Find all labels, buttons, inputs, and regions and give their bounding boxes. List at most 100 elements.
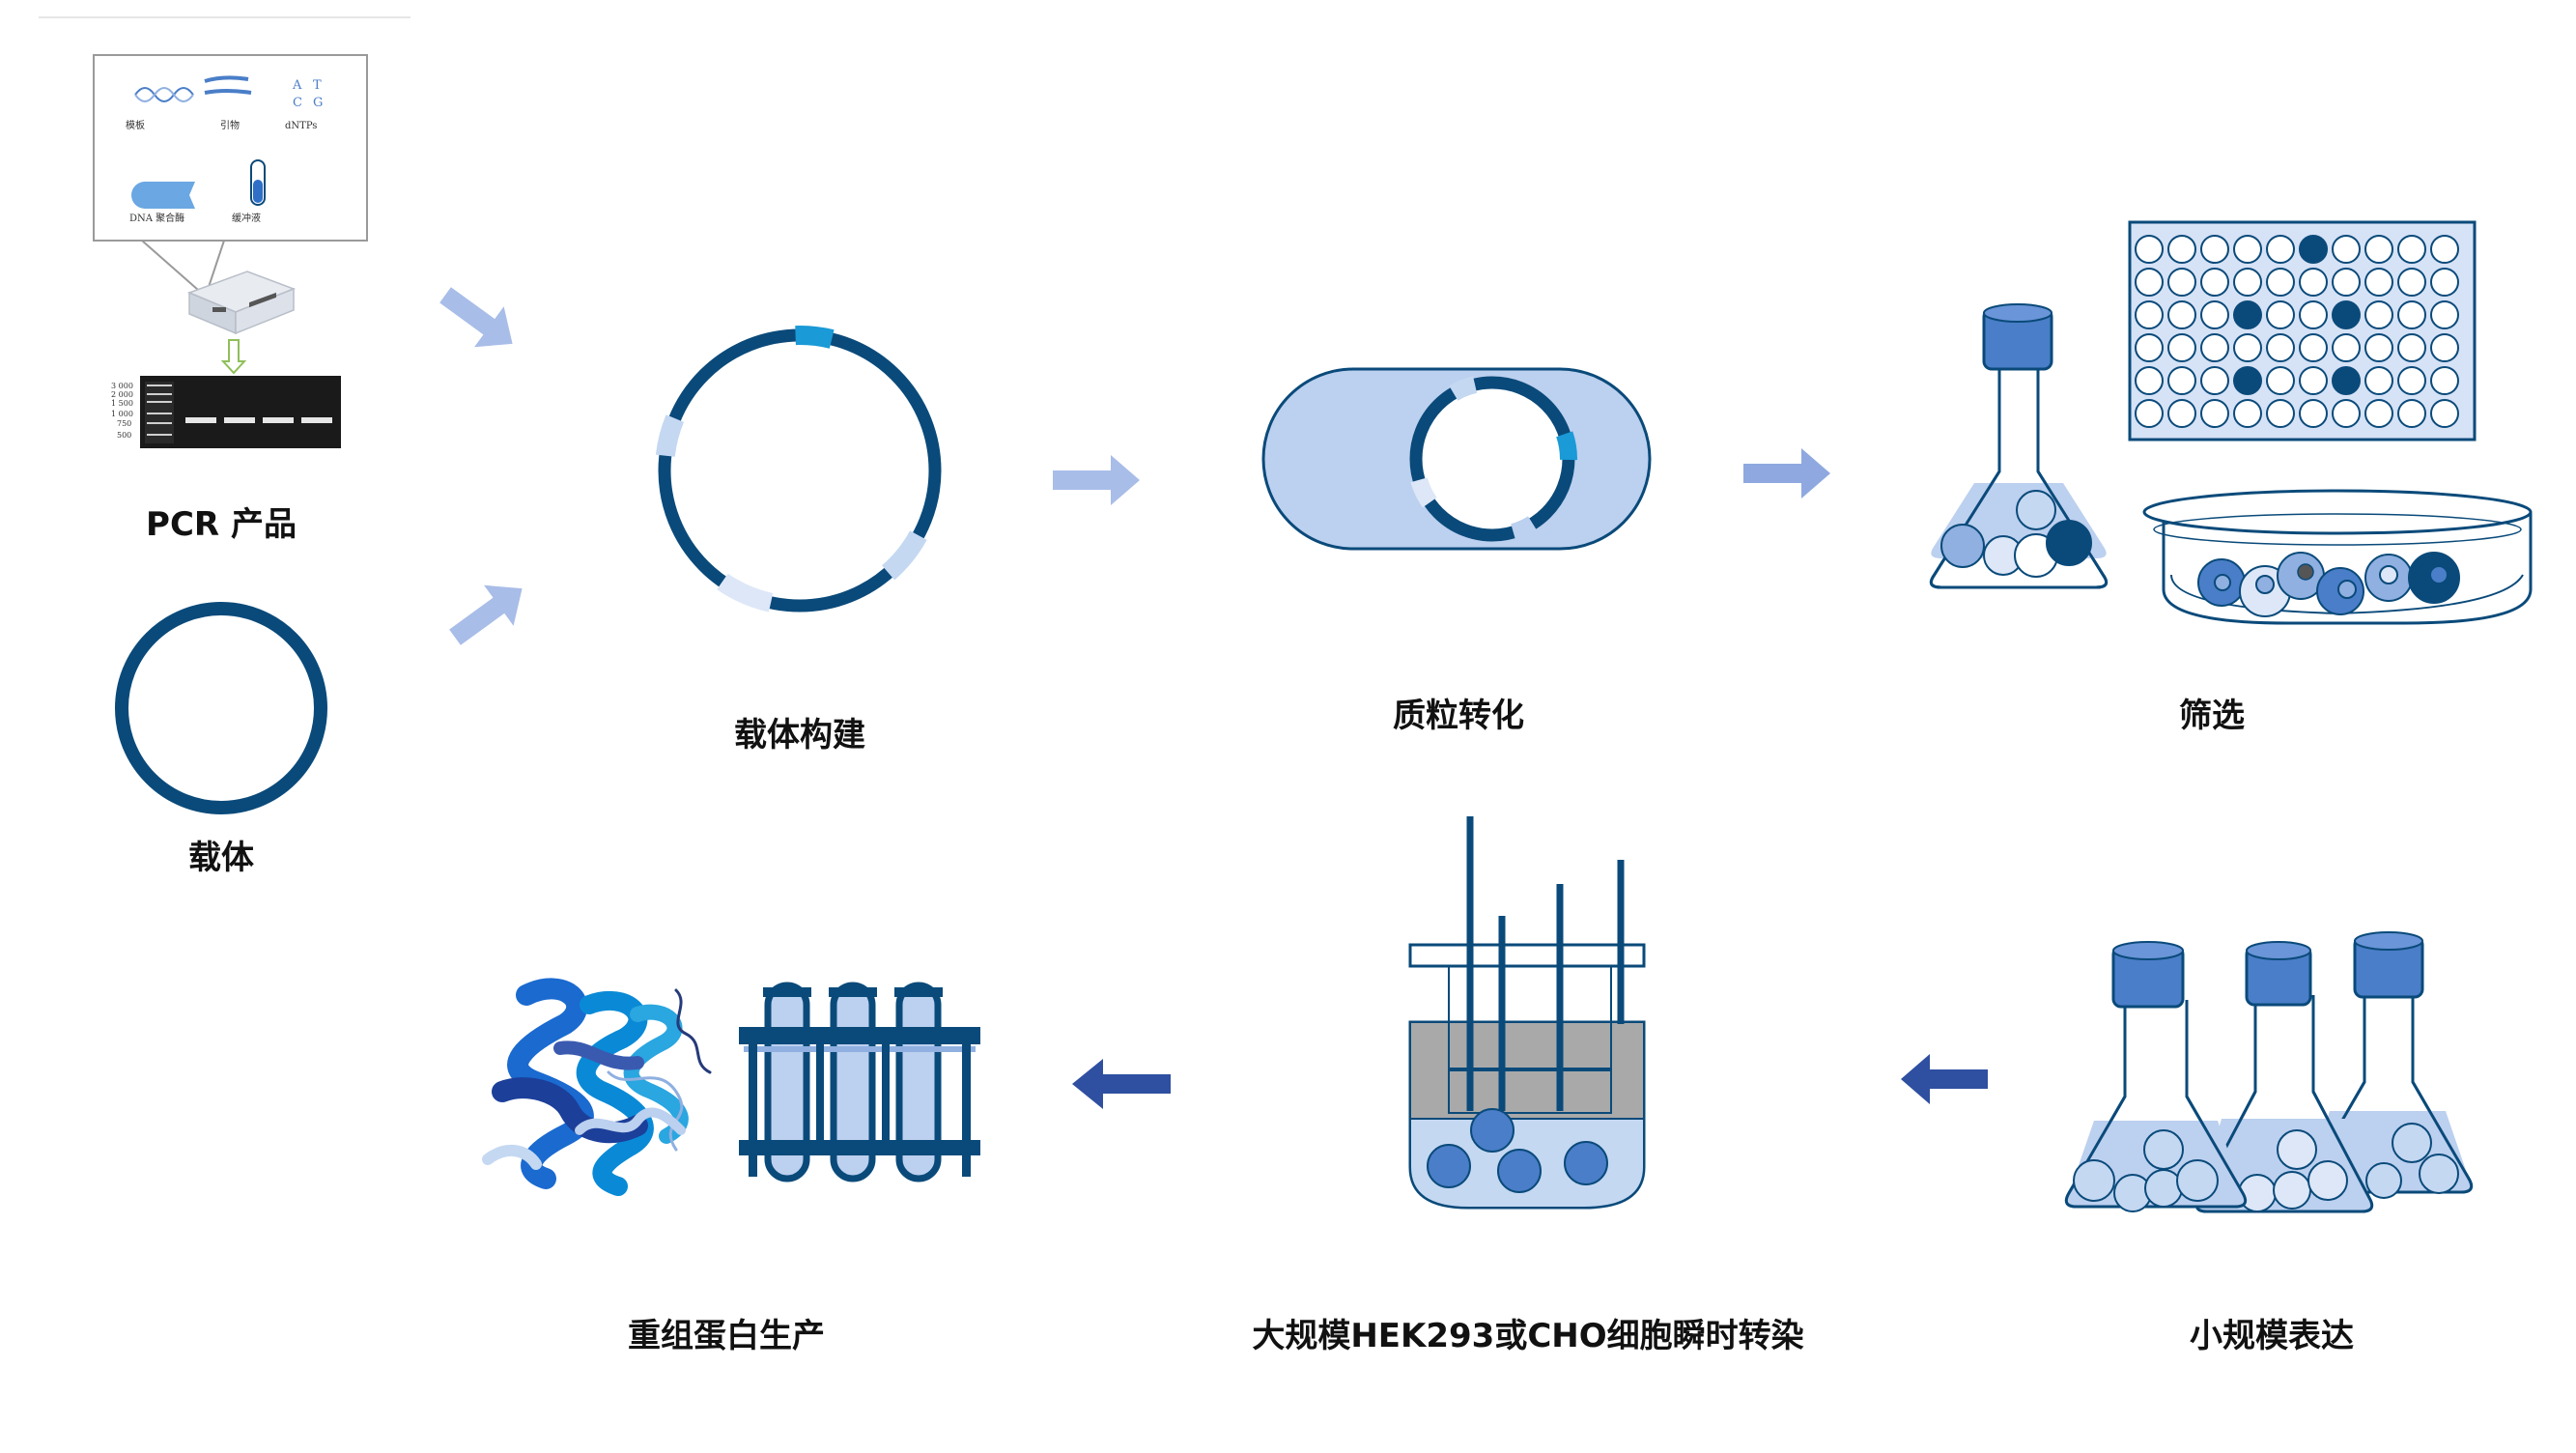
expression-flask-1-contents xyxy=(2064,941,2248,1212)
plate-well xyxy=(2135,366,2164,395)
pcr-dntps-label: dNTPs xyxy=(285,121,317,131)
petri-dish-icon xyxy=(2142,489,2533,625)
plate-well xyxy=(2200,333,2229,362)
plate-well xyxy=(2364,268,2393,297)
plate-well xyxy=(2430,268,2459,297)
small-expression-flasks-icon xyxy=(2064,931,2474,1213)
plate-well xyxy=(2299,399,2328,428)
plate-well xyxy=(2200,366,2229,395)
arrow-small-to-large xyxy=(1901,1054,1988,1104)
plate-well xyxy=(2332,300,2361,329)
plate-well xyxy=(2430,333,2459,362)
down-arrow-icon xyxy=(220,339,247,375)
plate-well xyxy=(2397,333,2426,362)
plate-well xyxy=(2200,235,2229,264)
pcr-polymerase-label: DNA 聚合酶 xyxy=(129,212,184,224)
protein-production-label: 重组蛋白生产 xyxy=(628,1317,825,1355)
plate-well xyxy=(2167,235,2196,264)
pcr-buffer-label: 缓冲液 xyxy=(232,212,261,224)
plate-well xyxy=(2430,300,2459,329)
bioreactor-icon xyxy=(1408,816,1646,1210)
vector-construct-label: 载体构建 xyxy=(734,716,865,755)
plate-well xyxy=(2299,300,2328,329)
plate-well xyxy=(2397,268,2426,297)
buffer-tube-icon xyxy=(250,159,266,206)
plate-well xyxy=(2233,333,2262,362)
pcr-panel: 模板 引物 A T C G dNTPs DNA 聚合酶 缓冲液 xyxy=(39,16,410,448)
ladder-label-5: 500 xyxy=(117,431,131,440)
bacterium-icon xyxy=(1261,367,1652,551)
plate-well xyxy=(2167,366,2196,395)
plate-well xyxy=(2266,268,2295,297)
plate-well xyxy=(2332,268,2361,297)
plate-well xyxy=(2397,366,2426,395)
plate-well xyxy=(2266,366,2295,395)
plate-well xyxy=(2200,399,2229,428)
plate-well xyxy=(2299,333,2328,362)
plate-well xyxy=(2135,268,2164,297)
plate-well xyxy=(2364,300,2393,329)
plate-well xyxy=(2397,399,2426,428)
plate-well xyxy=(2135,235,2164,264)
plate-well xyxy=(2299,268,2328,297)
plate-well xyxy=(2200,268,2229,297)
pcr-primer-label: 引物 xyxy=(220,119,240,131)
arrows-row1 xyxy=(439,287,1830,645)
plate-well xyxy=(2397,300,2426,329)
vector-label: 载体 xyxy=(188,839,254,877)
gel-image xyxy=(140,376,341,448)
plate-well xyxy=(2364,399,2393,428)
vector-ring-icon xyxy=(115,602,327,814)
plate-well xyxy=(2364,366,2393,395)
base-t: T xyxy=(313,78,322,93)
ladder-label-3: 1 000 xyxy=(111,410,133,418)
arrow-construct-to-transform xyxy=(1053,455,1140,505)
ladder-label-4: 750 xyxy=(117,419,131,428)
arrow-vector-to-construct xyxy=(449,584,523,645)
primer-icon xyxy=(204,75,252,95)
pcr-template-label: 模板 xyxy=(126,119,145,131)
base-c: C xyxy=(293,96,302,110)
small-scale-expression-label: 小规模表达 xyxy=(2190,1317,2354,1355)
plate-well xyxy=(2430,235,2459,264)
plate-well xyxy=(2299,235,2328,264)
base-g: G xyxy=(313,96,323,110)
base-a: A xyxy=(292,78,302,93)
plate-well xyxy=(2430,366,2459,395)
screening-flask-icon xyxy=(1929,303,2109,589)
arrow-pcr-to-construct xyxy=(439,287,513,348)
plasmid-transformation-label: 质粒转化 xyxy=(1393,697,1524,735)
well-plate-icon xyxy=(2128,220,2477,442)
plate-well xyxy=(2167,399,2196,428)
ladder-label-1: 2 000 xyxy=(111,390,133,399)
screening-label: 筛选 xyxy=(2179,697,2245,735)
plate-well xyxy=(2266,235,2295,264)
plate-well xyxy=(2233,300,2262,329)
plate-well xyxy=(2135,399,2164,428)
plate-well xyxy=(2397,235,2426,264)
arrow-large-to-production xyxy=(1072,1059,1171,1109)
plate-well xyxy=(2332,333,2361,362)
plate-well xyxy=(2167,300,2196,329)
pcr-product-label: PCR 产品 xyxy=(146,505,297,544)
plate-well xyxy=(2135,300,2164,329)
plate-well xyxy=(2266,399,2295,428)
plate-well xyxy=(2332,235,2361,264)
arrows-row2 xyxy=(1072,1054,1988,1109)
plate-well xyxy=(2332,399,2361,428)
test-tube-rack-icon xyxy=(739,982,980,1182)
ladder-label-0: 3 000 xyxy=(111,382,133,390)
plate-well xyxy=(2167,268,2196,297)
ladder-label-2: 1 500 xyxy=(111,399,133,408)
plate-well xyxy=(2233,399,2262,428)
plate-well xyxy=(2135,333,2164,362)
plate-well xyxy=(2233,366,2262,395)
plate-well xyxy=(2233,268,2262,297)
protein-structure-icon xyxy=(482,978,712,1196)
pcr-reagent-box xyxy=(93,54,368,242)
plate-well xyxy=(2299,366,2328,395)
plate-well xyxy=(2364,333,2393,362)
plate-well xyxy=(2430,399,2459,428)
